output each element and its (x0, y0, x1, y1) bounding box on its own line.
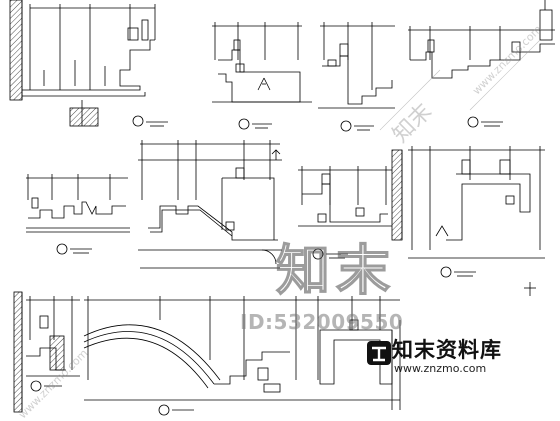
arch-curve-inner (83, 331, 215, 385)
detail-6 (138, 140, 282, 269)
detail-1 (9, 0, 168, 127)
detail-11 (300, 296, 401, 410)
detail-7 (298, 166, 392, 260)
detail-10 (83, 296, 300, 416)
arch-curve-outer (83, 324, 221, 381)
beam-hatch (49, 335, 65, 371)
watermark-diagonal-lines (379, 39, 541, 131)
detail-8 (391, 146, 545, 296)
detail-2 (212, 22, 312, 130)
watermark-id: ID:532009550 (240, 310, 404, 334)
section-marker-5 (56, 243, 68, 255)
brand-block: 知末资料库 www.znzmo.com (392, 338, 552, 378)
section-marker-10 (158, 404, 170, 416)
brand-url: www.znzmo.com (394, 362, 487, 375)
wall-hatch-3 (13, 291, 23, 413)
section-marker-1 (132, 115, 144, 127)
wall-hatch (9, 0, 23, 101)
watermark-center-text: 知末 (275, 238, 396, 302)
brand-logo-icon (367, 341, 391, 365)
section-marker-7 (312, 248, 324, 260)
section-marker-9 (30, 380, 42, 392)
detail-5 (26, 174, 130, 255)
section-marker-4 (467, 116, 479, 128)
section-marker-2 (238, 118, 250, 130)
section-marker-8 (440, 266, 452, 278)
brand-title: 知末资料库 (392, 338, 502, 362)
column-hatch (69, 107, 99, 127)
section-marker-3 (340, 120, 352, 132)
detail-3 (318, 22, 395, 132)
detail-4 (408, 0, 555, 128)
detail-9 (13, 291, 80, 413)
